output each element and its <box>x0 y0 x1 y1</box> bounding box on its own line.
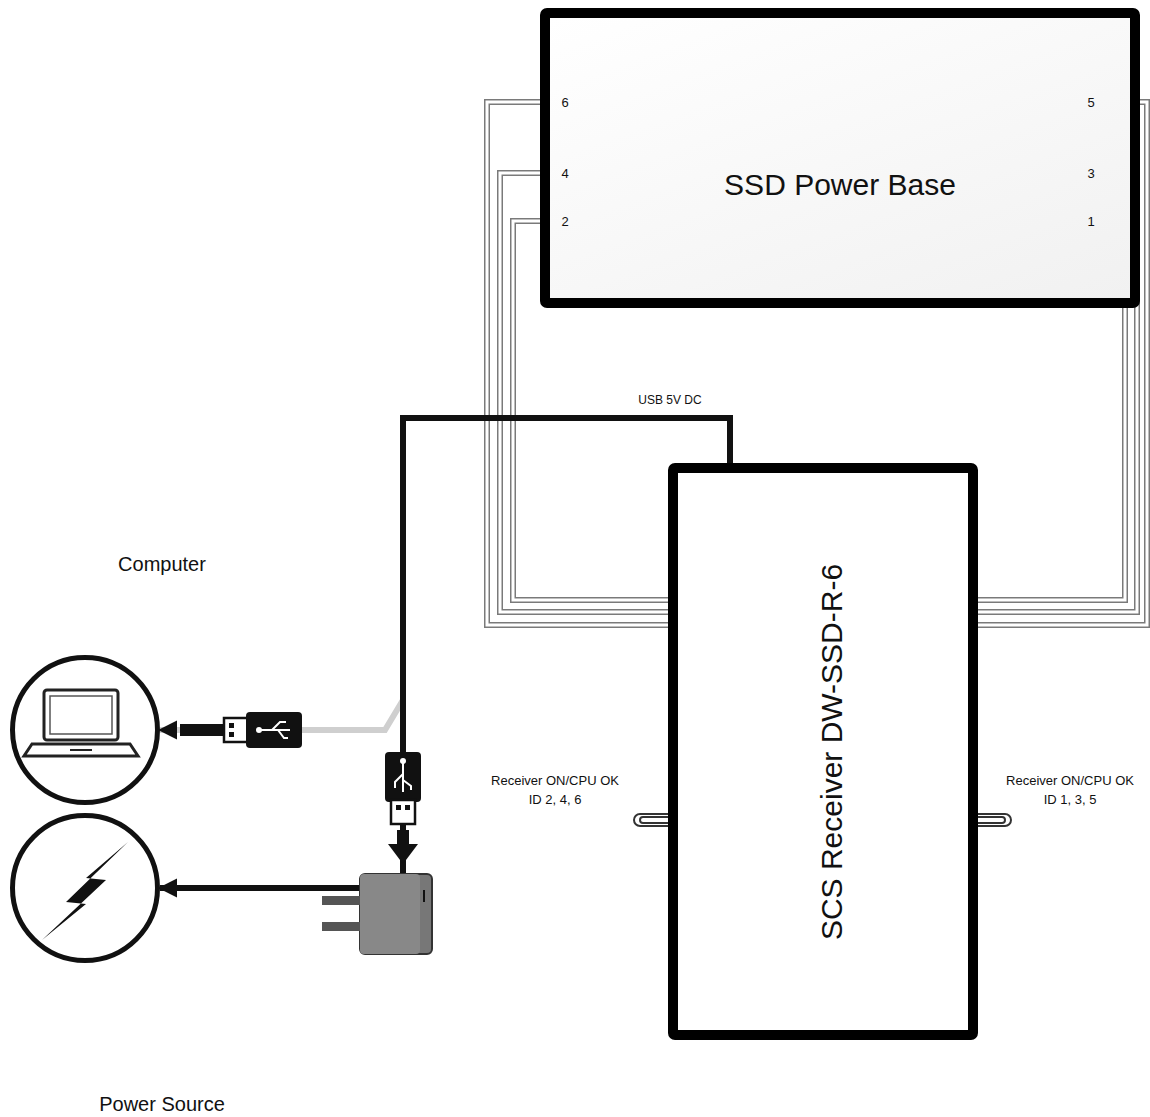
usb-plug <box>385 752 421 824</box>
arrow-head <box>388 844 418 864</box>
power-base-box: SSD Power Base <box>540 8 1140 308</box>
usb-cable <box>160 418 730 730</box>
receiver-box: SCS Receiver DW-SSD-R-6 <box>668 463 978 1040</box>
led-label: ID 2, 4, 6 <box>529 792 582 807</box>
arrow-shaft <box>397 830 409 846</box>
usb-cable <box>160 418 730 888</box>
cable-line <box>160 418 730 888</box>
power-source-circle: Power Source <box>10 813 160 963</box>
pin-number: 1 <box>1087 214 1094 229</box>
node-text: SSD Power Base <box>550 168 1130 202</box>
pin-number: 5 <box>1087 95 1094 110</box>
usb-plug <box>224 712 302 748</box>
cable-label: USB 5V DC <box>636 393 703 407</box>
computer-circle: Computer <box>10 655 160 805</box>
led-label: Receiver ON/CPU OK <box>491 773 619 788</box>
led-label: Receiver ON/CPU OK <box>1006 773 1134 788</box>
power-adapter <box>322 874 432 954</box>
lightning-icon <box>42 842 128 940</box>
node-text: Computer <box>62 553 262 576</box>
node-text: SCS Receiver DW-SSD-R-6 <box>815 563 849 939</box>
node-text: Power Source <box>62 1093 262 1116</box>
pin-number: 6 <box>561 95 568 110</box>
pin-number: 2 <box>561 214 568 229</box>
pin-number: 3 <box>1087 166 1094 181</box>
arrow-shaft <box>290 906 318 920</box>
led-label: ID 1, 3, 5 <box>1044 792 1097 807</box>
cable-line <box>160 418 730 730</box>
pin-number: 4 <box>561 166 568 181</box>
laptop-icon <box>24 690 138 756</box>
